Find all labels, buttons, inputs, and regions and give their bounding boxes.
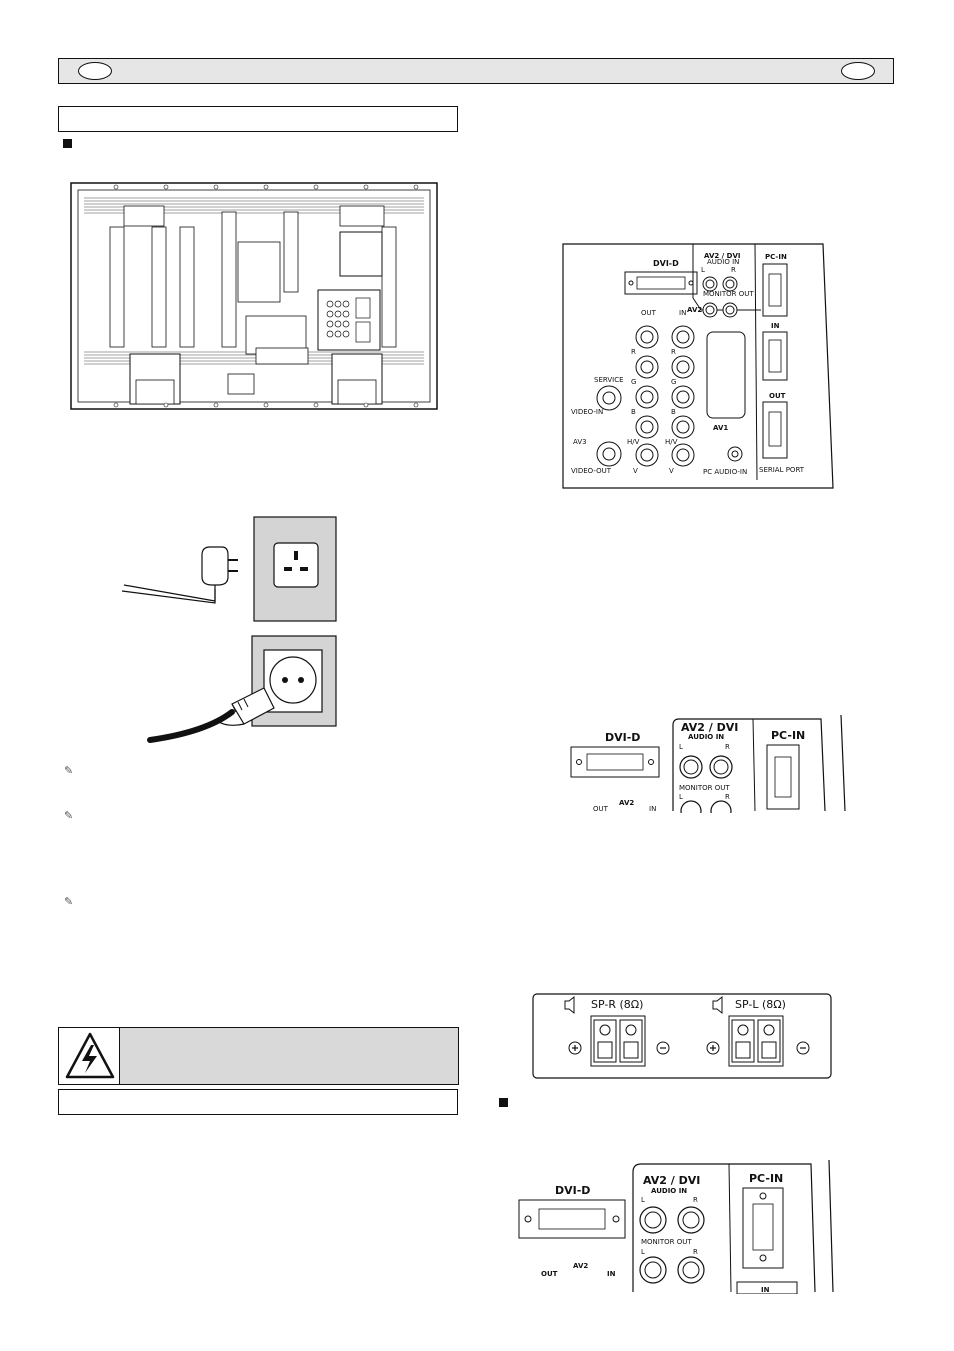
video-out-label: VIDEO-OUT (571, 467, 612, 475)
high-voltage-warning-icon (65, 1032, 115, 1079)
service-label: SERVICE (594, 376, 624, 384)
pencil-icon: ✎ (64, 764, 74, 777)
speaker-icon (712, 995, 723, 1015)
av2-in-r-label: R (671, 348, 676, 356)
language-badge-left (78, 62, 112, 80)
monitor-out-label: MONITOR OUT (679, 784, 730, 792)
av2-in-label: IN (607, 1270, 616, 1278)
av2-out-label: OUT (593, 805, 609, 813)
serial-in-label: IN (771, 322, 780, 330)
audio-in-label: AUDIO IN (651, 1187, 687, 1195)
monitor-l-label: L (679, 793, 683, 801)
av1-label: AV1 (713, 424, 728, 432)
section-title-box-2 (58, 1089, 458, 1115)
av2-in-label: IN (649, 805, 656, 813)
av2-in-hv-label: H/V (665, 438, 678, 446)
av3-label: AV3 (573, 438, 587, 446)
pc-audio-in-label: PC AUDIO-IN (703, 468, 747, 476)
connector-panel-full: DVI-D AV2 / DVI AUDIO IN L R MONITOR OUT… (562, 243, 834, 489)
av2-in-g-label: G (671, 378, 676, 386)
audio-in-label: AUDIO IN (707, 258, 739, 266)
av2-in-b-label: B (671, 408, 676, 416)
av2-out-v-label: V (633, 467, 638, 475)
warning-banner (58, 1027, 459, 1085)
monitor-out-label: MONITOR OUT (641, 1238, 692, 1246)
audio-r-label: R (693, 1196, 698, 1204)
uk-plug-socket-illustration (121, 516, 337, 622)
square-bullet-icon (63, 139, 72, 148)
square-bullet-icon (499, 1098, 508, 1107)
av2-out-hv-label: H/V (627, 438, 640, 446)
serial-out-label: OUT (769, 392, 786, 400)
speaker-terminal-panel: SP-R (8Ω) SP-L (8Ω) (532, 993, 832, 1079)
pc-in-label: PC-IN (771, 729, 805, 742)
monitor-r-label: R (693, 1248, 698, 1256)
av2-out-b-label: B (631, 408, 636, 416)
sp-r-label: SP-R (8Ω) (591, 998, 643, 1011)
av2-out-r-label: R (631, 348, 636, 356)
page-header-bar (58, 58, 894, 84)
speaker-icon (564, 995, 575, 1015)
serial-port-label: SERIAL PORT (759, 466, 805, 474)
connector-zoom-panel-2: DVI-D AV2 / DVI AUDIO IN L R MONITOR OUT… (518, 1159, 834, 1294)
monitor-l-label: L (641, 1248, 645, 1256)
audio-in-label: AUDIO IN (688, 733, 724, 741)
av2-out-g-label: G (631, 378, 636, 386)
av2-out-label: OUT (541, 1270, 558, 1278)
pc-in-label: PC-IN (765, 253, 787, 261)
audio-l-label: L (641, 1196, 645, 1204)
audio-l-label: L (701, 266, 705, 274)
av2-in-v-label: V (669, 467, 674, 475)
audio-r-label: R (731, 266, 736, 274)
serial-in-label: IN (761, 1286, 770, 1294)
av2-in-label: IN (679, 309, 686, 317)
monitor-out-label: MONITOR OUT (703, 290, 754, 298)
pencil-icon: ✎ (64, 895, 74, 908)
av2-dvi-label: AV2 / DVI (681, 721, 738, 734)
av2-label: AV2 (619, 799, 634, 807)
audio-l-label: L (679, 743, 683, 751)
av2-out-label: OUT (641, 309, 657, 317)
connector-zoom-panel-1: DVI-D AV2 / DVI AUDIO IN L R MONITOR OUT… (570, 714, 846, 813)
dvi-d-label: DVI-D (653, 259, 679, 268)
audio-r-label: R (725, 743, 730, 751)
av2-dvi-label: AV2 / DVI (704, 252, 741, 260)
eu-plug-socket-illustration (147, 635, 337, 743)
av2-dvi-label: AV2 / DVI (643, 1174, 700, 1187)
video-in-label: VIDEO-IN (571, 408, 603, 416)
tv-rear-panel-illustration (70, 182, 438, 410)
language-badge-right (841, 62, 875, 80)
pc-in-label: PC-IN (749, 1172, 783, 1185)
av2-label: AV2 (687, 306, 702, 314)
dvi-d-label: DVI-D (555, 1184, 590, 1197)
monitor-r-label: R (725, 793, 730, 801)
section-title-box (58, 106, 458, 132)
dvi-d-label: DVI-D (605, 731, 640, 744)
av2-label: AV2 (573, 1262, 588, 1270)
sp-l-label: SP-L (8Ω) (735, 998, 786, 1011)
pencil-icon: ✎ (64, 809, 74, 822)
